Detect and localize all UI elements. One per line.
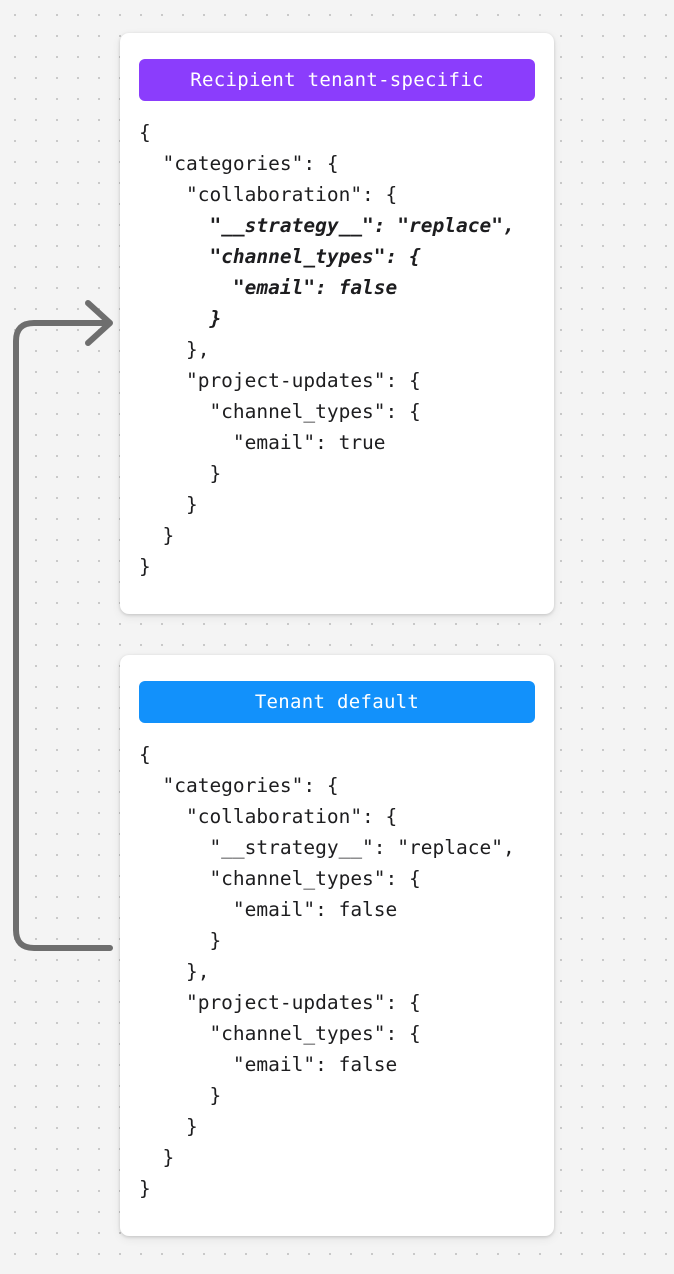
arrow-head-icon [85, 300, 113, 346]
code-line: "categories": { [139, 152, 339, 175]
code-line: "channel_types": { [139, 400, 421, 423]
code-line: } [139, 555, 151, 578]
code-line: "email": false [139, 276, 398, 299]
card-header-tenant-default: Tenant default [139, 681, 535, 723]
code-line: } [139, 1146, 175, 1169]
code-line: }, [139, 338, 210, 361]
code-line: } [139, 462, 222, 485]
code-line: "email": false [139, 898, 398, 921]
code-line: "channel_types": { [139, 867, 421, 890]
code-line: }, [139, 960, 210, 983]
code-line: } [139, 493, 198, 516]
code-line: "__strategy__": "replace", [139, 214, 515, 237]
code-line: "categories": { [139, 774, 339, 797]
code-line: } [139, 1177, 151, 1200]
card-header-recipient-tenant-specific: Recipient tenant-specific [139, 59, 535, 101]
code-line: "__strategy__": "replace", [139, 836, 515, 859]
code-line: } [139, 1084, 222, 1107]
code-line: "project-updates": { [139, 369, 421, 392]
code-line: { [139, 121, 151, 144]
card-recipient-tenant-specific[interactable]: Recipient tenant-specific { "categories"… [120, 33, 554, 614]
code-line: } [139, 929, 222, 952]
code-line: "channel_types": { [139, 1022, 421, 1045]
code-line: "email": false [139, 1053, 398, 1076]
code-block-tenant-default: { "categories": { "collaboration": { "__… [120, 739, 554, 1204]
code-line: } [139, 307, 222, 330]
code-line: "channel_types": { [139, 245, 421, 268]
card-tenant-default[interactable]: Tenant default { "categories": { "collab… [120, 655, 554, 1236]
code-line: "collaboration": { [139, 183, 398, 206]
code-block-recipient-tenant-specific: { "categories": { "collaboration": { "__… [120, 117, 554, 582]
code-line: } [139, 524, 175, 547]
arrow-path [13, 320, 113, 951]
code-line: } [139, 1115, 198, 1138]
code-line: "collaboration": { [139, 805, 398, 828]
code-line: "email": true [139, 431, 386, 454]
code-line: { [139, 743, 151, 766]
code-line: "project-updates": { [139, 991, 421, 1014]
